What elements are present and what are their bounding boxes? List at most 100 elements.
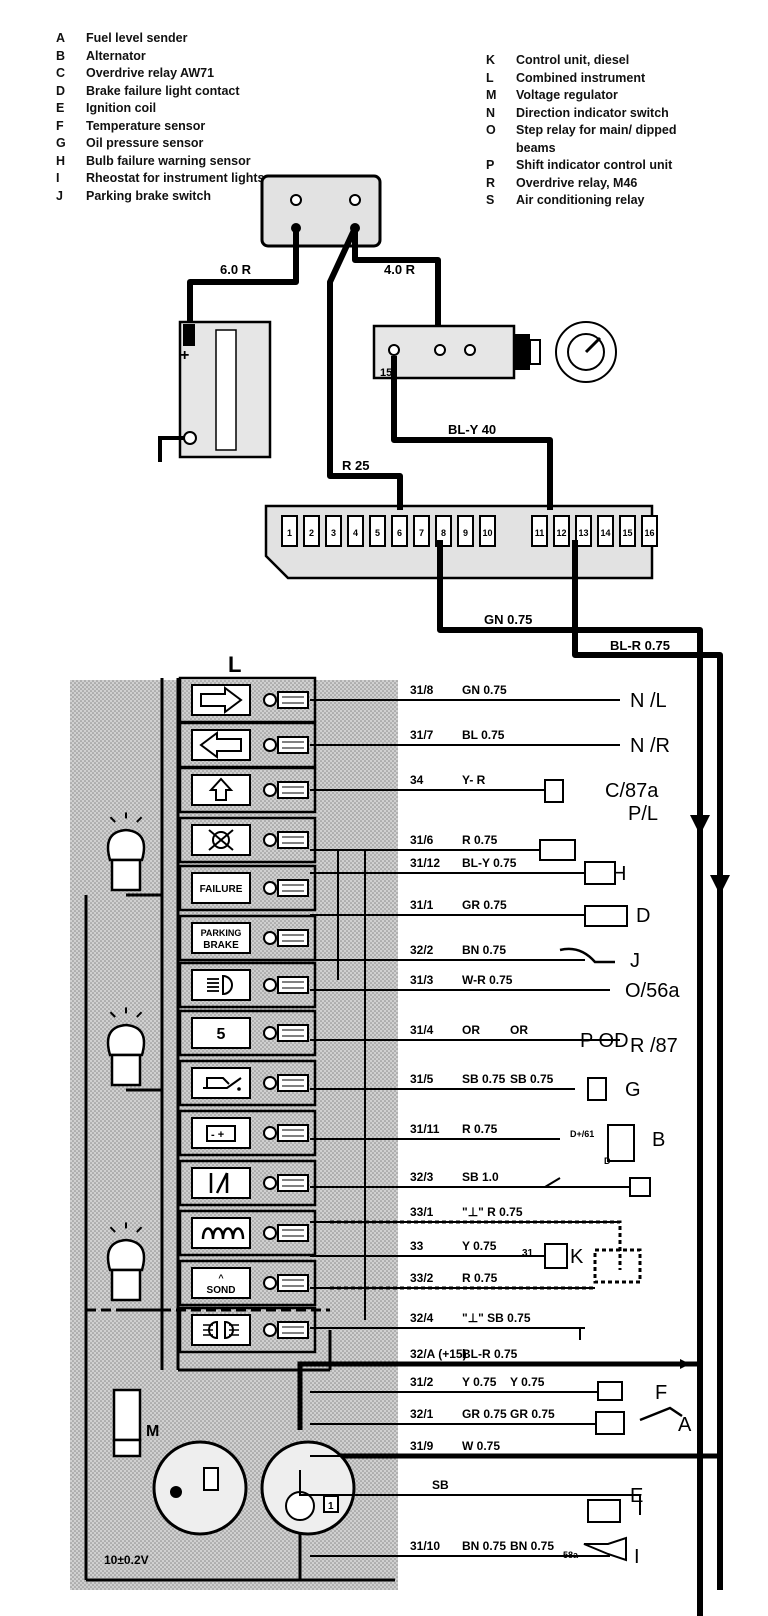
terminal-label: 33/1: [410, 1205, 434, 1219]
legend-label: Bulb failure warning sensor: [86, 153, 251, 168]
wire-label-battery: 6.0 R: [220, 262, 252, 277]
destination-label: D: [636, 905, 650, 927]
fuse: 8: [435, 515, 452, 547]
main-beam-icon: [222, 974, 233, 996]
fuse: 6: [391, 515, 408, 547]
wire-label-2: SB 0.75: [510, 1072, 554, 1086]
fuse: 7: [413, 515, 430, 547]
fuse: 12: [553, 515, 570, 547]
junction-block: [260, 174, 382, 248]
indicator-text: ^: [218, 1273, 224, 1283]
fuse-number: 4: [353, 528, 358, 538]
destination-label: O/56a: [625, 980, 680, 1002]
connection-row: 33/1"⊥" R 0.75: [310, 1205, 620, 1223]
bulb-socket-icon: [263, 1076, 277, 1090]
terminal-label: 31/7: [410, 728, 434, 742]
legend-code: I: [56, 171, 60, 185]
wire-label: R 0.75: [462, 833, 498, 847]
bulb-socket-icon: [263, 1176, 277, 1190]
fuse: 11: [531, 515, 548, 547]
warning-bulb: [106, 1222, 146, 1302]
destination-label: B: [652, 1129, 665, 1151]
legend-code: B: [56, 48, 66, 63]
fuse-number: 10: [482, 528, 492, 538]
shift-up-icon: [208, 777, 234, 801]
destination-label: K: [570, 1246, 584, 1268]
rheostat-terminal: 58a: [563, 1550, 579, 1560]
terminal-label: 31/4: [410, 1023, 434, 1037]
destination-label: G: [625, 1079, 641, 1101]
main-feed-wires: [187, 226, 723, 1616]
terminal-label: 31/11: [410, 1122, 440, 1136]
legend-label: Voltage regulator: [516, 88, 618, 102]
terminal-label: 31/10: [410, 1539, 440, 1553]
bulb-socket-icon: [263, 693, 277, 707]
wire-label-ignition: 4.0 R: [384, 262, 416, 277]
wire-label-2: Y 0.75: [510, 1375, 545, 1389]
legend-label: Combined instrument: [516, 70, 646, 85]
indicator-row: ^SOND: [178, 1259, 317, 1307]
ignition-terminal: 15: [380, 367, 392, 379]
battery: +: [158, 320, 272, 462]
wire-label: BN 0.75: [462, 1539, 506, 1553]
legend-label: Temperature sensor: [86, 118, 206, 133]
fuse-number: 7: [419, 528, 424, 538]
indicator-row: [178, 1209, 317, 1257]
wire-label: Y 0.75: [462, 1375, 497, 1389]
bulb-socket-icon: [263, 1323, 277, 1337]
wire-label-fuse-feed-2: BL-Y 40: [448, 422, 496, 437]
k-terminal: 31: [522, 1248, 534, 1259]
legend-code: L: [486, 70, 494, 85]
wire-label: Y 0.75: [462, 1239, 497, 1253]
glow-plug-icon: [201, 1227, 245, 1240]
destination-label-2: P/L: [628, 803, 658, 825]
wire-label: SB 1.0: [462, 1170, 499, 1184]
legend-code: J: [56, 188, 63, 203]
external-components: [539, 779, 683, 1562]
indicator-row: [178, 816, 317, 864]
legend-label: Overdrive relay, M46: [516, 175, 638, 190]
fuse-number: 6: [397, 528, 402, 538]
bulb-socket-icon: [263, 833, 277, 847]
wire-label-out-2: BL-R 0.75: [610, 638, 670, 653]
fuse: 4: [347, 515, 364, 547]
bulb-failure-icon: [212, 831, 230, 849]
bulb-socket-icon: [263, 783, 277, 797]
indicator-text-2: BRAKE: [203, 940, 239, 951]
wire-label-2: BN 0.75: [510, 1539, 554, 1553]
wire-label: BL-Y 0.75: [462, 856, 517, 870]
indicator-row: [178, 1159, 317, 1207]
terminal-label: 32/3: [410, 1170, 434, 1184]
fuse-number: 9: [463, 528, 468, 538]
fuse: 14: [597, 515, 614, 547]
terminal-label: 31/5: [410, 1072, 434, 1086]
legend-item: L Combined instrument: [486, 70, 686, 88]
wire-label: BN 0.75: [462, 943, 506, 957]
bulb-socket-icon: [263, 881, 277, 895]
wire-label: SB 0.75: [462, 1072, 506, 1086]
fog-lights-icon: [208, 1320, 234, 1340]
terminal-label: 31/3: [410, 973, 434, 987]
wire-label-2: GR 0.75: [510, 1407, 555, 1421]
fuse: 2: [303, 515, 320, 547]
wire-label: R 0.75: [462, 1122, 498, 1136]
legend-label: Shift indicator control unit: [516, 158, 673, 172]
fuse-number: 12: [556, 528, 566, 538]
fuse-number: 11: [535, 528, 545, 538]
